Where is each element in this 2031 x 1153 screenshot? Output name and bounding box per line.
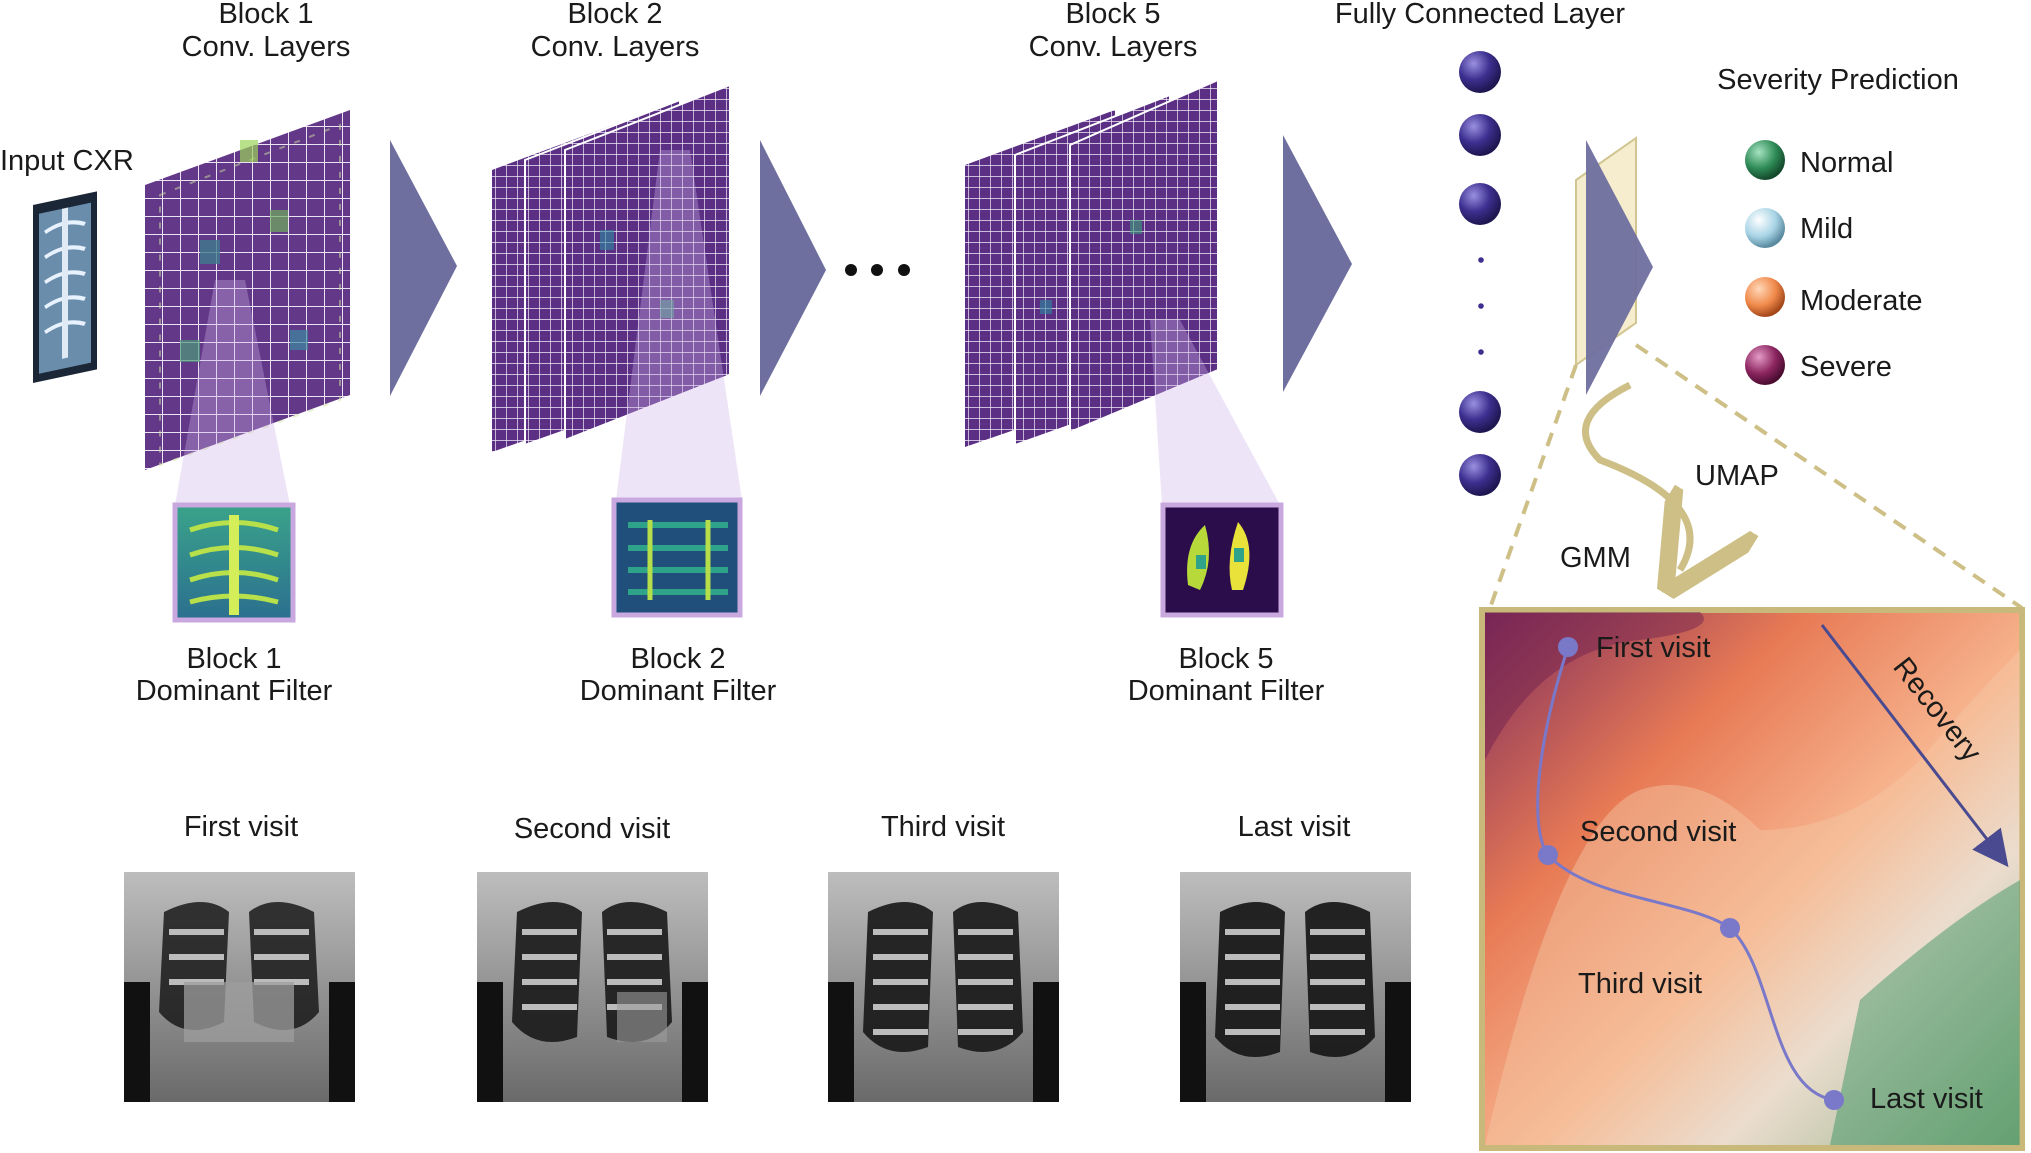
block2-section: Block 2 Conv. Layers Block 2 Dominant Fi…	[492, 0, 777, 707]
visit-series: First visit Second visit Third visit Las…	[124, 811, 1411, 1102]
fc-node	[1459, 454, 1501, 496]
block1-dominant-filter	[172, 502, 296, 623]
visit4-label: Last visit	[1238, 811, 1351, 843]
moderate-marker	[1745, 277, 1785, 317]
visit2-xray-image	[477, 872, 708, 1102]
arrow-block5-to-fc	[1283, 135, 1352, 392]
fc-ellipsis-dot	[1478, 349, 1484, 355]
block5-title-line2: Conv. Layers	[1029, 31, 1198, 63]
input-section: Input CXR	[0, 145, 134, 383]
visit3-label: Third visit	[881, 811, 1005, 843]
block5-filter-line1: Block 5	[1178, 643, 1273, 675]
normal-marker	[1745, 140, 1785, 180]
fc-title: Fully Connected Layer	[1335, 0, 1625, 30]
visit1-xray-image	[124, 872, 355, 1102]
block2-filter-line1: Block 2	[630, 643, 725, 675]
block5-dominant-filter	[1160, 502, 1284, 618]
severity-normal-label: Normal	[1800, 147, 1893, 179]
embed-first-visit-label: First visit	[1596, 632, 1710, 664]
severe-marker	[1745, 345, 1785, 385]
trajectory-point-second	[1538, 845, 1558, 865]
severity-severe-label: Severe	[1800, 351, 1892, 383]
umap-connector: UMAP GMM	[1488, 343, 2024, 608]
block1-title-line2: Conv. Layers	[182, 31, 351, 63]
block2-dominant-filter	[611, 497, 743, 618]
block1-zoom-beam	[175, 280, 290, 505]
block2-filter-line2: Dominant Filter	[580, 675, 777, 707]
trajectory-point-first	[1558, 637, 1578, 657]
block1-feature-maps	[145, 110, 350, 470]
input-label: Input CXR	[0, 145, 134, 177]
fc-node	[1459, 391, 1501, 433]
block5-zoom-beam	[1150, 320, 1280, 505]
block1-filter-line2: Dominant Filter	[136, 675, 333, 707]
block2-title-line2: Conv. Layers	[531, 31, 700, 63]
visit3-xray-image	[828, 872, 1059, 1102]
arrow-block1-to-block2	[390, 140, 457, 396]
fc-node	[1459, 51, 1501, 93]
visit1-label: First visit	[184, 811, 298, 843]
mild-marker	[1745, 208, 1785, 248]
visit2-label: Second visit	[514, 813, 670, 845]
block5-section: Block 5 Conv. Layers Block 5 Dominant Fi…	[965, 0, 1325, 707]
block1-filter-line1: Block 1	[186, 643, 281, 675]
embed-third-visit-label: Third visit	[1578, 968, 1702, 1000]
output-plane	[1575, 136, 1653, 395]
block5-title-line1: Block 5	[1065, 0, 1160, 30]
block2-zoom-beam	[616, 150, 742, 500]
block5-feature-maps	[965, 78, 1219, 447]
severity-title: Severity Prediction	[1717, 64, 1959, 96]
block1-section: Block 1 Conv. Layers Block 1 Dominant Fi…	[136, 0, 351, 707]
recovery-arrow	[1820, 624, 2009, 868]
arrow-block2-to-ellipsis	[760, 140, 826, 396]
fc-node	[1459, 183, 1501, 225]
fc-section: Fully Connected Layer	[1335, 0, 1625, 496]
block1-title-line1: Block 1	[218, 0, 313, 30]
fc-ellipsis-dot	[1478, 303, 1484, 309]
embedding-panel: First visit Second visit Third visit Las…	[1479, 607, 2025, 1151]
severity-legend: Severity Prediction Normal Mild Moderate…	[1717, 64, 1959, 385]
trajectory-point-third	[1720, 918, 1740, 938]
block2-feature-maps	[492, 83, 731, 452]
block2-title-line1: Block 2	[567, 0, 662, 30]
embed-second-visit-label: Second visit	[1580, 816, 1736, 848]
umap-label: UMAP	[1695, 460, 1779, 492]
trajectory-point-last	[1824, 1090, 1844, 1110]
input-xray-image	[33, 191, 97, 383]
block5-filter-line2: Dominant Filter	[1128, 675, 1325, 707]
severity-mild-label: Mild	[1800, 213, 1853, 245]
gmm-label: GMM	[1560, 542, 1631, 574]
fc-node	[1459, 114, 1501, 156]
embed-last-visit-label: Last visit	[1870, 1083, 1983, 1115]
visit4-xray-image	[1180, 872, 1411, 1102]
ellipsis-dots	[845, 264, 910, 276]
fc-ellipsis-dot	[1478, 257, 1484, 263]
severity-moderate-label: Moderate	[1800, 285, 1923, 317]
